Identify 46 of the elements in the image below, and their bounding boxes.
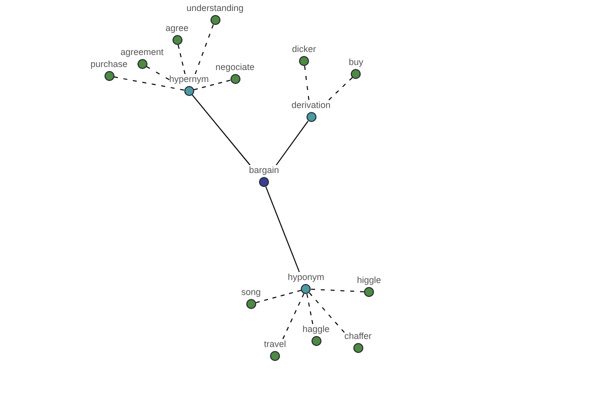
node-label: song bbox=[241, 287, 261, 298]
node-label: chaffer bbox=[344, 331, 372, 342]
word-node bbox=[215, 62, 255, 84]
node-label: understanding bbox=[186, 3, 244, 14]
word-node bbox=[288, 272, 324, 294]
word-node bbox=[90, 59, 128, 81]
word-node bbox=[356, 275, 382, 297]
connector-line bbox=[178, 44, 186, 74]
connector-line bbox=[265, 186, 300, 272]
node-label: negociate bbox=[215, 62, 255, 73]
connector-line bbox=[304, 65, 310, 100]
connector-line bbox=[306, 293, 314, 324]
node-label: buy bbox=[348, 57, 364, 68]
connector-line bbox=[194, 24, 214, 74]
node-label: hypernym bbox=[169, 74, 209, 85]
connector-line bbox=[328, 76, 353, 100]
word-node bbox=[292, 44, 316, 66]
node-label: agreement bbox=[120, 47, 164, 58]
connector-line bbox=[146, 66, 170, 80]
node-label: purchase bbox=[90, 59, 128, 70]
word-node bbox=[241, 287, 261, 309]
node-label: higgle bbox=[356, 275, 382, 286]
connector-line bbox=[192, 94, 250, 166]
word-node bbox=[348, 57, 364, 79]
word-node bbox=[169, 74, 209, 96]
node-label: hyponym bbox=[288, 272, 324, 283]
word-node bbox=[186, 3, 244, 25]
connector-line bbox=[276, 120, 309, 166]
word-node bbox=[344, 331, 372, 353]
connector-line bbox=[113, 76, 185, 91]
word-node bbox=[165, 23, 189, 45]
node-label: haggle bbox=[302, 324, 330, 335]
node-label: travel bbox=[264, 339, 286, 350]
connector-line bbox=[193, 80, 231, 90]
node-label: derivation bbox=[291, 100, 331, 111]
connector-line bbox=[308, 292, 345, 333]
word-node bbox=[302, 324, 330, 346]
word-node bbox=[248, 165, 280, 187]
connector-line bbox=[310, 288, 364, 292]
node-label: agree bbox=[165, 23, 189, 34]
connector-line bbox=[282, 293, 304, 340]
connector-line bbox=[255, 290, 302, 304]
node-label: dicker bbox=[292, 44, 316, 55]
word-node bbox=[291, 100, 331, 122]
node-label: bargain bbox=[248, 165, 280, 176]
word-node bbox=[264, 339, 286, 361]
